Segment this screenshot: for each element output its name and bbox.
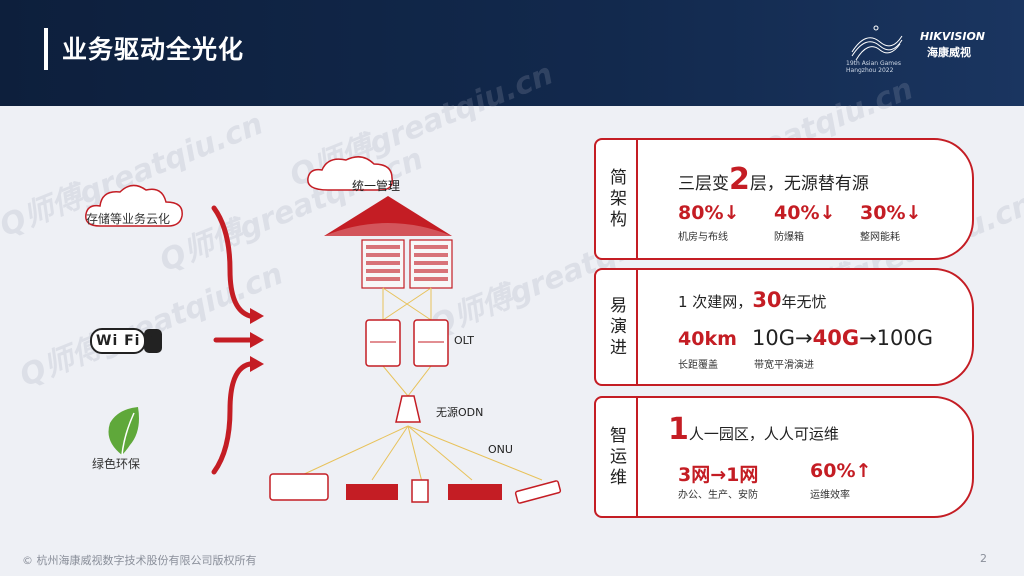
converging-arrows-icon <box>211 205 264 475</box>
card2-headline: 1 次建网，30年无忧 <box>678 288 827 312</box>
olt-label: OLT <box>454 334 474 347</box>
stat-label: 长距覆盖 <box>678 360 718 371</box>
stat-value: 30%↓ <box>860 202 922 224</box>
card3-headline: 1人一园区，人人可运维 <box>668 412 839 447</box>
stat-label: 整网能耗 <box>860 232 900 243</box>
hikvision-cn-logo: 海康威视 <box>927 46 971 59</box>
odn-label: 无源ODN <box>436 406 484 419</box>
stat-label: 办公、生产、安防 <box>678 490 758 501</box>
page-number: 2 <box>980 552 987 565</box>
stat-value: 80%↓ <box>678 202 740 224</box>
header-banner: 业务驱动全光化 19th Asian Games Hangzhou 2022 H… <box>0 0 1024 106</box>
stat-value: 40km <box>678 328 737 350</box>
stat-label: 防爆箱 <box>774 232 804 243</box>
evolution-path: 10G→40G→100G <box>752 326 934 350</box>
asian-games-text: 19th Asian Games Hangzhou 2022 <box>846 60 901 74</box>
card1-headline: 三层变2层，无源替有源 <box>678 162 869 197</box>
stat-value: 60%↑ <box>810 460 872 482</box>
card-side-label: 易演进 <box>596 270 638 384</box>
card-side-label: 简架构 <box>596 140 638 258</box>
wifi6-label: Wi Fi 6 <box>96 333 152 349</box>
cloud-business-label: 存储等业务云化 <box>86 212 171 226</box>
stat-label: 带宽平滑演进 <box>754 360 814 371</box>
leaf-icon <box>108 407 139 456</box>
green-label: 绿色环保 <box>92 457 141 471</box>
wifi6-logo-icon <box>90 328 162 354</box>
cloud-icon <box>85 184 183 227</box>
hikvision-logo: HIKVISION <box>920 30 986 43</box>
stat-label: 运维效率 <box>810 490 850 501</box>
network-diagram <box>269 156 562 504</box>
asian-games-logo-icon <box>851 25 903 61</box>
stat-label: 机房与布线 <box>678 232 728 243</box>
page-title: 业务驱动全光化 <box>62 35 245 64</box>
onu-label: ONU <box>488 443 513 456</box>
stat-value: 3网→1网 <box>678 464 759 486</box>
copyright-footer: © 杭州海康威视数字技术股份有限公司版权所有 <box>22 554 257 567</box>
card-easy-evolution: 易演进 1 次建网，30年无忧 40km 长距覆盖 10G→40G→100G 带… <box>594 268 974 386</box>
card-side-label: 智运维 <box>596 398 638 516</box>
unified-management-label: 统一管理 <box>352 179 401 193</box>
card-smart-operation: 智运维 1人一园区，人人可运维 3网→1网 办公、生产、安防 60%↑ 运维效率 <box>594 396 974 518</box>
card-simple-architecture: 简架构 三层变2层，无源替有源 80%↓ 机房与布线 40%↓ 防爆箱 30%↓… <box>594 138 974 260</box>
stat-value: 40%↓ <box>774 202 836 224</box>
title-accent-bar <box>44 28 48 70</box>
